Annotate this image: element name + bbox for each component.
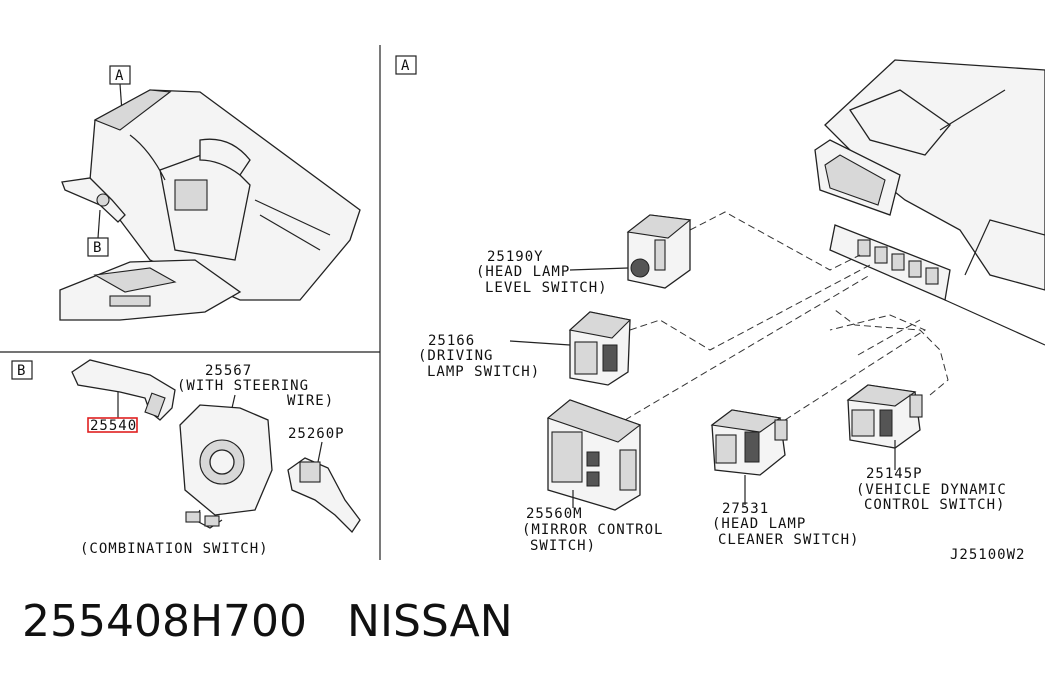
highlight-box-25540 bbox=[87, 417, 138, 433]
part-desc-25190-line1: (HEAD LAMP bbox=[476, 264, 570, 280]
diagram-code: J25100W2 bbox=[950, 547, 1025, 563]
part-desc-25145-line2: CONTROL SWITCH) bbox=[864, 497, 1005, 513]
view-marker-a-left: A bbox=[115, 68, 124, 84]
combination-switch-view: B 25540 25567 (WITH STEERING WIRE) 25260… bbox=[11, 359, 361, 557]
part-number-25190: 25190Y bbox=[487, 249, 544, 265]
switch-panel-view: A 25190Y (HEAD LAMP LEVE bbox=[395, 55, 1045, 563]
part-desc-27531-line1: (HEAD LAMP bbox=[712, 516, 806, 532]
part-number-25260: 25260P bbox=[288, 426, 345, 442]
driving-lamp-switch: 25166 (DRIVING LAMP SWITCH) bbox=[418, 311, 632, 386]
part-desc-25567-line1: (WITH STEERING bbox=[177, 378, 309, 394]
part-number-25145: 25145P bbox=[866, 466, 923, 482]
view-marker-b-box-panel bbox=[11, 360, 33, 380]
view-marker-b-panel: B bbox=[17, 363, 26, 379]
part-number-25166: 25166 bbox=[428, 333, 475, 349]
part-desc-25560-line1: (MIRROR CONTROL bbox=[522, 522, 663, 538]
part-desc-25560-line2: SWITCH) bbox=[530, 538, 596, 554]
part-number-25540: 25540 bbox=[90, 418, 137, 434]
footer-brand: NISSAN bbox=[347, 596, 513, 647]
part-desc-27531-line2: CLEANER SWITCH) bbox=[718, 532, 859, 548]
footer-part-number: 255408H700 bbox=[22, 596, 308, 647]
footer: 255408H700 NISSAN bbox=[22, 596, 553, 647]
combination-switch-caption: (COMBINATION SWITCH) bbox=[80, 541, 269, 557]
part-number-25567: 25567 bbox=[205, 363, 252, 379]
vehicle-dynamic-control-switch: 25145P (VEHICLE DYNAMIC CONTROL SWITCH) bbox=[846, 384, 1007, 513]
part-desc-25166-line1: (DRIVING bbox=[418, 348, 493, 364]
part-number-27531: 27531 bbox=[722, 501, 769, 517]
dashboard-overview: A B bbox=[59, 65, 361, 321]
view-marker-a-right: A bbox=[401, 58, 410, 74]
part-desc-25145-line1: (VEHICLE DYNAMIC bbox=[856, 482, 1007, 498]
mirror-control-switch: 25560M (MIRROR CONTROL SWITCH) bbox=[522, 399, 663, 554]
part-desc-25166-line2: LAMP SWITCH) bbox=[427, 364, 540, 380]
head-lamp-level-switch: 25190Y (HEAD LAMP LEVEL SWITCH) bbox=[476, 214, 692, 296]
view-marker-a-box-right bbox=[395, 55, 417, 75]
head-lamp-cleaner-switch: 27531 (HEAD LAMP CLEANER SWITCH) bbox=[710, 409, 859, 548]
view-marker-b-left: B bbox=[93, 240, 102, 256]
part-number-25560: 25560M bbox=[526, 506, 583, 522]
parts-diagram: A B B 25540 bbox=[0, 45, 1045, 563]
part-desc-25567-line2: WIRE) bbox=[287, 393, 334, 409]
part-desc-25190-line2: LEVEL SWITCH) bbox=[485, 280, 608, 296]
